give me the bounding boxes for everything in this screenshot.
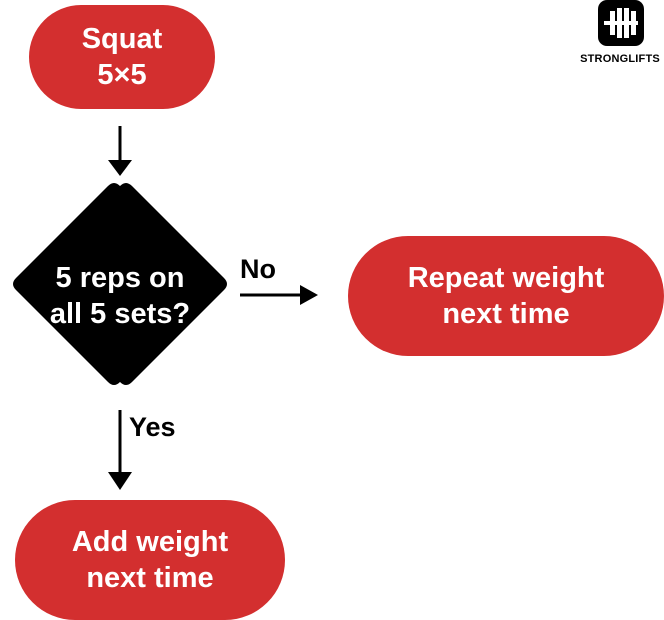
arrowhead-yes	[108, 472, 132, 490]
add-node-line2: next time	[86, 562, 214, 594]
outcome-node-add-weight: Add weight next time	[15, 500, 285, 620]
add-node-line1: Add weight	[71, 526, 229, 558]
decision-node-line2: all 5 sets?	[49, 298, 191, 330]
barbell-icon	[598, 0, 644, 46]
arrowhead-start-to-decision	[108, 160, 132, 176]
edge-label-no: No	[240, 254, 276, 284]
decision-node-line1: 5 reps on	[55, 262, 185, 294]
start-node-squat: Squat 5×5	[29, 5, 215, 109]
brand-logo-text: STRONGLIFTS	[580, 53, 660, 65]
decision-node-text: 5 reps on all 5 sets?	[20, 256, 220, 336]
outcome-node-repeat-weight: Repeat weight next time	[348, 236, 664, 356]
edge-label-yes: Yes	[129, 412, 176, 442]
decision-diamond	[13, 183, 227, 385]
repeat-node-line1: Repeat weight	[407, 262, 605, 294]
arrowhead-no	[300, 285, 318, 305]
start-node-line2: 5×5	[97, 59, 147, 91]
start-node-line1: Squat	[81, 23, 163, 55]
repeat-node-line2: next time	[442, 298, 570, 330]
